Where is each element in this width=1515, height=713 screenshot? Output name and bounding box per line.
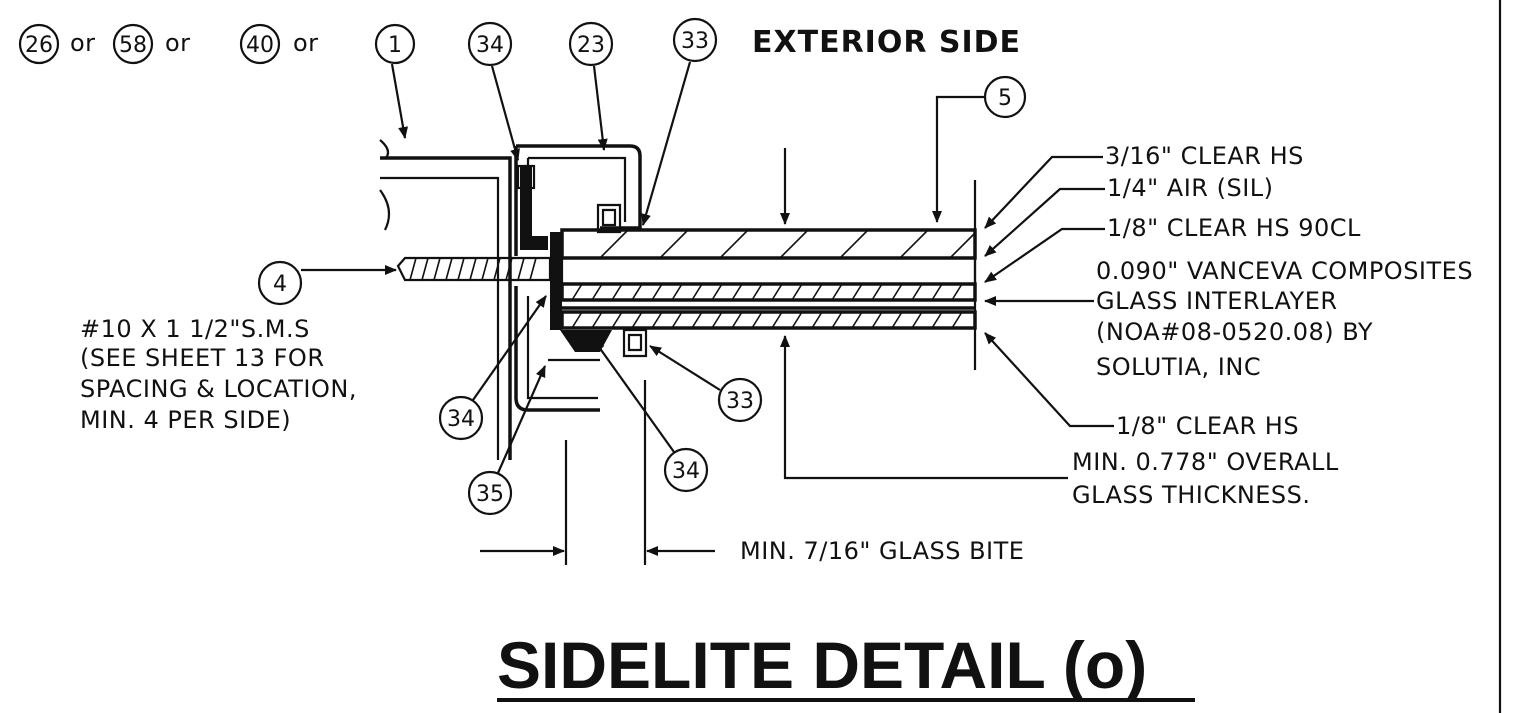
label-min-overall: MIN. 0.778" OVERALL bbox=[1072, 448, 1339, 476]
label-1-8-clear-hs: 1/8" CLEAR HS bbox=[1116, 412, 1299, 440]
balloon-34-top-text: 34 bbox=[476, 33, 504, 58]
balloon-5-text: 5 bbox=[998, 86, 1012, 111]
balloon-1-text: 1 bbox=[388, 33, 402, 58]
balloon-26-text: 26 bbox=[25, 33, 53, 58]
leader-balloon-34-left bbox=[472, 295, 547, 401]
leader-balloon-23 bbox=[592, 65, 608, 151]
bottom-gasket bbox=[622, 328, 648, 358]
balloon-23-text: 23 bbox=[577, 33, 605, 58]
screw-note-line-2: (SEE SHEET 13 FOR bbox=[80, 344, 325, 372]
label-vanceva: 0.090" VANCEVA COMPOSITES bbox=[1096, 257, 1473, 285]
glazing-compound bbox=[550, 232, 562, 330]
laminated-lite-2 bbox=[560, 310, 977, 330]
label-1-8-clear-hs-90cl: 1/8" CLEAR HS 90CL bbox=[1107, 214, 1361, 242]
glass-lite-exterior bbox=[560, 228, 977, 260]
balloon-35: 35 bbox=[467, 470, 513, 516]
balloon-33-top: 33 bbox=[672, 17, 718, 63]
air-space bbox=[560, 256, 977, 286]
balloon-33-bottom-text: 33 bbox=[726, 389, 754, 414]
or-text-3: or bbox=[293, 29, 319, 57]
leader-3-16-clear-hs bbox=[984, 155, 1103, 229]
top-gasket bbox=[596, 203, 622, 234]
balloon-4-text: 4 bbox=[273, 272, 287, 297]
screw bbox=[396, 256, 552, 282]
leader-1-8-clear-hs bbox=[984, 332, 1114, 428]
bottom-setting-block bbox=[560, 330, 612, 352]
leader-balloon-5 bbox=[932, 95, 985, 223]
leader-balloon-33-bottom bbox=[649, 345, 721, 391]
balloon-58-text: 58 bbox=[119, 33, 147, 58]
balloon-34-left: 34 bbox=[438, 395, 484, 441]
leader-air-sil bbox=[984, 187, 1105, 257]
leader-balloon-34-top bbox=[490, 65, 520, 161]
label-air-sil: 1/4" AIR (SIL) bbox=[1107, 174, 1274, 202]
screw-note-line-4: MIN. 4 PER SIDE) bbox=[80, 406, 291, 434]
drawing-title: SIDELITE DETAIL (o) bbox=[497, 628, 1147, 702]
wall-section bbox=[379, 139, 512, 460]
screw-note-line-3: SPACING & LOCATION, bbox=[80, 375, 357, 403]
balloon-4: 4 bbox=[257, 260, 303, 306]
balloon-26: 26 bbox=[18, 23, 60, 65]
balloon-34-left-text: 34 bbox=[447, 407, 475, 432]
laminated-lite-1 bbox=[560, 282, 977, 302]
leader-balloon-1 bbox=[390, 63, 409, 139]
balloon-5: 5 bbox=[983, 75, 1027, 119]
label-glass-interlayer: GLASS INTERLAYER bbox=[1096, 287, 1338, 315]
leader-balloon-34-bottom bbox=[593, 339, 675, 453]
balloon-34-bottom-text: 34 bbox=[672, 459, 700, 484]
balloon-40: 40 bbox=[239, 23, 281, 65]
label-3-16-clear-hs: 3/16" CLEAR HS bbox=[1105, 142, 1304, 170]
balloon-33-bottom: 33 bbox=[717, 377, 763, 423]
balloon-34-top: 34 bbox=[467, 21, 513, 67]
leader-1-8-clear-hs-90cl bbox=[984, 227, 1105, 283]
screw-note-line-1: #10 X 1 1/2"S.M.S bbox=[80, 315, 310, 343]
overall-thickness-arrow bbox=[780, 335, 1068, 480]
balloon-40-text: 40 bbox=[246, 33, 274, 58]
label-glass-thickness: GLASS THICKNESS. bbox=[1072, 481, 1311, 509]
label-noa: (NOA#08-0520.08) BY bbox=[1096, 318, 1373, 346]
leader-balloon-35 bbox=[496, 365, 547, 474]
or-text-1: or bbox=[70, 29, 96, 57]
exterior-side-label: EXTERIOR SIDE bbox=[752, 25, 1021, 60]
frame-extrusion bbox=[514, 144, 642, 412]
balloon-1: 1 bbox=[374, 23, 416, 65]
leader-balloon-33-top bbox=[641, 61, 692, 226]
label-solutia: SOLUTIA, INC bbox=[1096, 353, 1261, 381]
balloon-35-text: 35 bbox=[476, 482, 504, 507]
or-text-2: or bbox=[165, 29, 191, 57]
balloon-58: 58 bbox=[112, 23, 154, 65]
balloon-23: 23 bbox=[568, 21, 614, 67]
glass-bite-label: MIN. 7/16" GLASS BITE bbox=[740, 537, 1024, 565]
balloon-34-bottom: 34 bbox=[663, 447, 709, 493]
balloon-33-top-text: 33 bbox=[681, 29, 709, 54]
